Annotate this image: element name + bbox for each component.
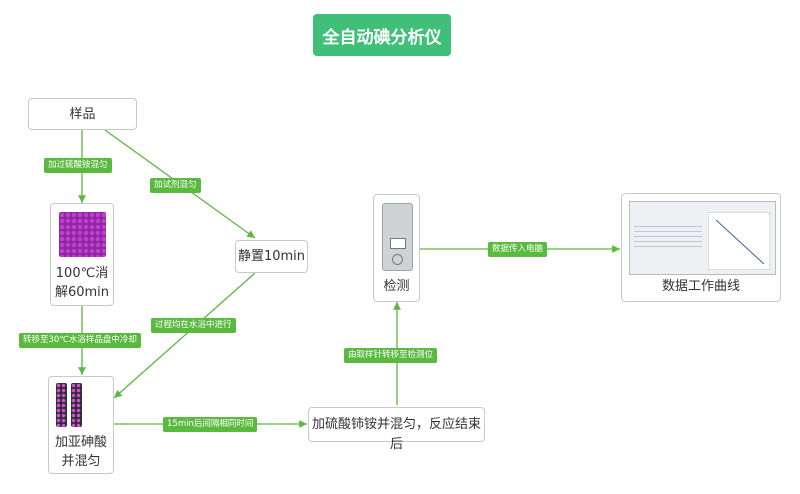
- software-screenshot-image: [629, 201, 776, 275]
- node-curve: 数据工作曲线: [621, 193, 781, 302]
- node-detect-label: 检测: [383, 279, 410, 294]
- diagram-title: 全自动碘分析仪: [313, 14, 451, 56]
- rack-left-image: [56, 383, 67, 427]
- node-cerium: 加硫酸铈铵并混匀，反应结束后: [308, 407, 485, 452]
- node-sample-label: 样品: [69, 107, 96, 122]
- detector-port: [392, 254, 403, 265]
- node-detect: 检测: [373, 194, 420, 302]
- edge-label-add-persulfate: 加过硫酸铵混匀: [44, 158, 112, 173]
- edge-label-transfer-cool: 转移至30℃水浴样品盘中冷却: [19, 333, 141, 348]
- detector-window: [390, 238, 406, 249]
- edge-label-add-reagent: 加试剂混匀: [150, 178, 201, 193]
- node-digest-label-2: 解60min: [54, 285, 110, 300]
- edge-label-transfer-detect: 由取样针转移至检测位: [344, 348, 438, 363]
- screenshot-table: [634, 222, 702, 248]
- digestion-plate-image: [59, 212, 106, 257]
- node-arsenite: 加亚砷酸 并混匀: [48, 376, 114, 474]
- node-digest: 100℃消 解60min: [50, 203, 114, 306]
- node-stand-label: 静置10min: [237, 249, 306, 264]
- node-arsenite-label-1: 加亚砷酸: [54, 435, 107, 450]
- edge-stand-arsenite: [113, 272, 256, 399]
- node-curve-label: 数据工作曲线: [661, 279, 740, 294]
- edge-label-water-bath: 过程均在水浴中进行: [151, 318, 236, 333]
- edge-label-interval: 15min后间隔相同时间: [163, 417, 258, 432]
- node-sample: 样品: [28, 98, 137, 130]
- edge-label-data-transfer: 数据传入电脑: [488, 242, 548, 257]
- rack-right-image: [71, 383, 82, 427]
- detector-device-image: [382, 203, 413, 271]
- node-stand: 静置10min: [235, 240, 308, 273]
- node-cerium-label: 加硫酸铈铵并混匀，反应结束后: [311, 417, 481, 452]
- node-digest-label-1: 100℃消: [55, 266, 109, 281]
- screenshot-curve-plot: [708, 212, 770, 270]
- node-arsenite-label-2: 并混匀: [61, 454, 101, 469]
